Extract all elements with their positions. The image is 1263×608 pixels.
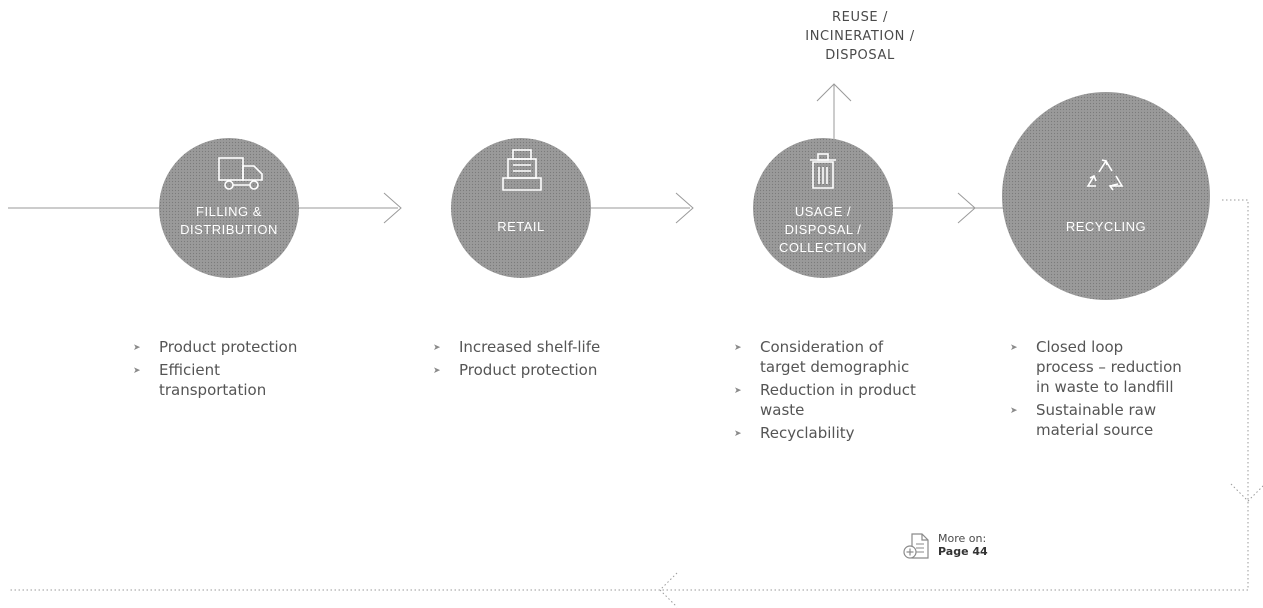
bullet-arrow-icon: ➤ xyxy=(1010,406,1018,416)
branch-outcome-label: REUSE / INCINERATION / DISPOSAL xyxy=(805,10,915,63)
cash-register-icon xyxy=(502,149,542,191)
list-item-text: Recyclability xyxy=(760,424,855,442)
bullet-arrow-icon: ➤ xyxy=(1010,343,1018,353)
list-item-text: Product protection xyxy=(459,361,598,379)
list-item: ➤ Product protection xyxy=(433,360,653,380)
stage-label-usage: USAGE / DISPOSAL / COLLECTION xyxy=(778,204,868,255)
stage-label-filling: FILLING & DISTRIBUTION xyxy=(180,204,278,237)
truck-icon xyxy=(218,157,263,190)
chevron-left-icon xyxy=(659,572,678,608)
list-item: ➤ Recyclability xyxy=(734,423,974,443)
list-item-text: Closed loop process – reduction in waste… xyxy=(1036,338,1182,396)
list-item: ➤ Product protection xyxy=(133,337,353,357)
list-item: ➤ Consideration of target demographic xyxy=(734,337,974,377)
stage-bullets-retail: ➤ Increased shelf-life ➤ Product protectio… xyxy=(433,337,653,383)
chevron-right-icon xyxy=(675,192,694,224)
list-item: ➤ Sustainable raw material source xyxy=(1010,400,1240,440)
chevron-right-icon xyxy=(383,192,402,224)
bullet-arrow-icon: ➤ xyxy=(734,429,742,439)
list-item-text: Efficient transportation xyxy=(159,361,267,399)
list-item: ➤ Reduction in product waste xyxy=(734,380,974,420)
stage-circle-retail xyxy=(451,138,591,278)
list-item: ➤ Increased shelf-life xyxy=(433,337,653,357)
bullet-arrow-icon: ➤ xyxy=(734,386,742,396)
stage-bullets-filling: ➤ Product protection ➤ Efficient transport… xyxy=(133,337,353,403)
list-item-text: Product protection xyxy=(159,338,298,356)
stage-label-recycling: RECYCLING xyxy=(1065,219,1147,234)
more-on-label: More on: xyxy=(938,532,987,545)
more-on-reference[interactable]: More on: Page 44 xyxy=(902,532,988,562)
bullet-arrow-icon: ➤ xyxy=(734,343,742,353)
return-loop-dotted xyxy=(8,199,1249,591)
list-item: ➤ Efficient transportation xyxy=(133,360,353,400)
bullet-arrow-icon: ➤ xyxy=(433,343,441,353)
chevron-up-icon xyxy=(816,83,852,102)
chevron-right-icon xyxy=(957,192,976,224)
trash-bin-icon xyxy=(810,153,836,189)
bullet-arrow-icon: ➤ xyxy=(433,366,441,376)
more-on-page-link[interactable]: Page 44 xyxy=(938,545,988,558)
stage-label-retail: RETAIL xyxy=(497,219,545,234)
stage-circle-recycling xyxy=(1002,92,1210,300)
more-on-text: More on: Page 44 xyxy=(938,532,988,558)
list-item-text: Increased shelf-life xyxy=(459,338,601,356)
stage-circle-filling xyxy=(159,138,299,278)
stage-bullets-usage: ➤ Consideration of target demographic ➤ Re… xyxy=(734,337,974,446)
list-item-text: Reduction in product waste xyxy=(760,381,916,419)
list-item-text: Sustainable raw material source xyxy=(1036,401,1157,439)
recycle-icon xyxy=(1086,159,1124,191)
bullet-arrow-icon: ➤ xyxy=(133,343,141,353)
bullet-arrow-icon: ➤ xyxy=(133,366,141,376)
list-item-text: Consideration of target demographic xyxy=(760,338,910,376)
chevron-down-icon xyxy=(1230,483,1263,502)
stage-bullets-recycling: ➤ Closed loop process – reduction in wast… xyxy=(1010,337,1240,443)
list-item: ➤ Closed loop process – reduction in wast… xyxy=(1010,337,1240,397)
document-icon xyxy=(903,533,929,559)
stage-circle-usage xyxy=(753,138,893,278)
